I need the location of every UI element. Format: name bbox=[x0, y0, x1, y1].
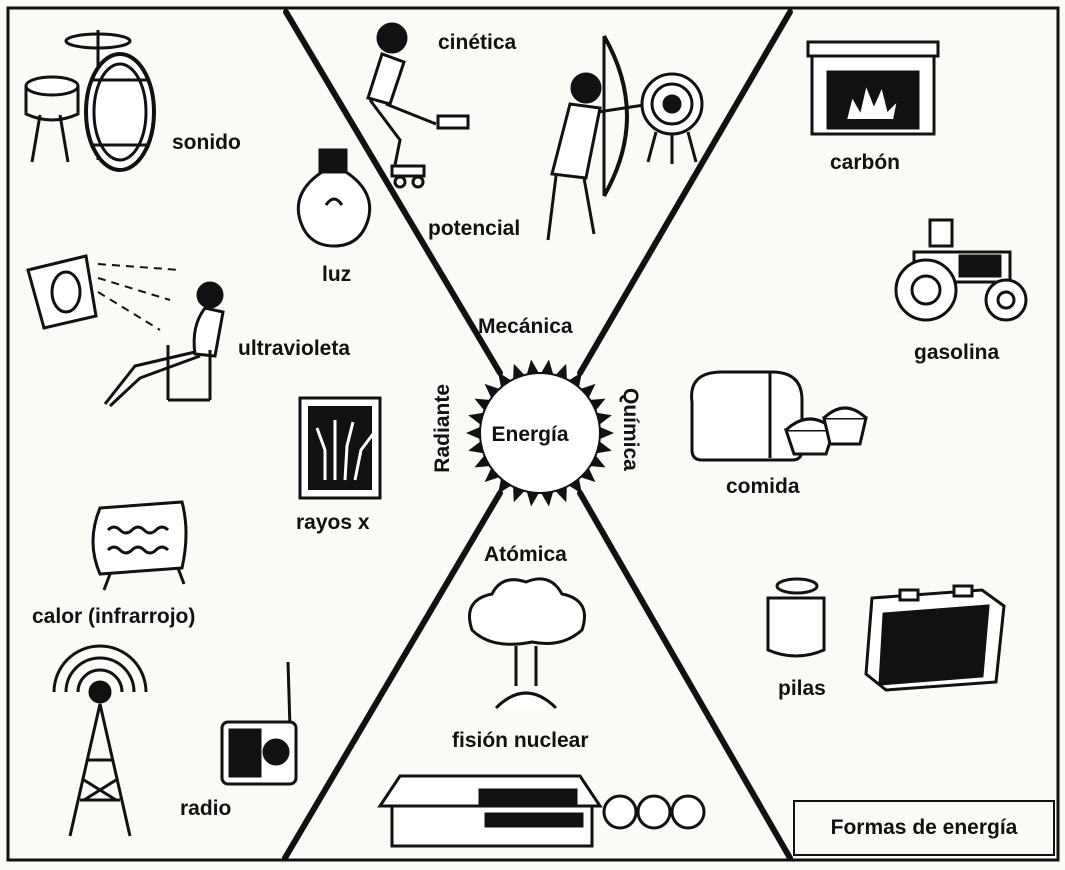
drum-kit-icon bbox=[24, 30, 156, 172]
sunbathing-person-icon bbox=[103, 281, 225, 408]
sector-label-radiante: Radiante bbox=[431, 384, 454, 473]
radio-set-icon bbox=[220, 661, 298, 786]
sector-dividers bbox=[282, 9, 793, 861]
label-rayos-x: rayos x bbox=[296, 511, 370, 534]
label-cinetica: cinética bbox=[438, 31, 517, 54]
batteries-icon bbox=[766, 577, 1006, 692]
sector-label-atomica: Atómica bbox=[484, 543, 567, 566]
label-pilas: pilas bbox=[778, 677, 826, 700]
sector-label-mecanica: Mecánica bbox=[478, 315, 573, 338]
mushroom-cloud-icon bbox=[468, 577, 586, 710]
roller-skater-icon bbox=[366, 22, 470, 189]
heater-icon bbox=[91, 500, 188, 591]
energy-sun bbox=[466, 359, 614, 507]
label-gasolina: gasolina bbox=[914, 341, 1000, 364]
label-carbon: carbón bbox=[830, 151, 901, 174]
label-fision-nuclear: fisión nuclear bbox=[452, 729, 589, 752]
label-sonido: sonido bbox=[172, 131, 241, 154]
xray-image-icon bbox=[298, 396, 382, 500]
target-icon bbox=[640, 72, 704, 164]
label-luz: luz bbox=[322, 263, 352, 286]
tractor-icon bbox=[894, 218, 1028, 322]
frame-border bbox=[6, 6, 1060, 862]
caption-box: Formas de energía bbox=[793, 800, 1055, 856]
archer-icon bbox=[546, 35, 665, 241]
radio-tower-icon bbox=[52, 644, 148, 837]
fireplace-icon bbox=[806, 40, 940, 136]
label-calor: calor (infrarrojo) bbox=[32, 605, 196, 628]
label-comida: comida bbox=[726, 475, 800, 498]
label-potencial: potencial bbox=[428, 217, 521, 240]
label-radio: radio bbox=[180, 797, 232, 820]
light-bulb-icon bbox=[296, 148, 372, 248]
power-plant-icon bbox=[377, 774, 706, 848]
label-ultravioleta: ultravioleta bbox=[238, 337, 351, 360]
uv-lamp-icon bbox=[26, 254, 181, 331]
food-icon bbox=[690, 370, 868, 462]
sector-label-quimica: Química bbox=[619, 388, 642, 471]
energy-center-label: Energía bbox=[491, 423, 569, 446]
